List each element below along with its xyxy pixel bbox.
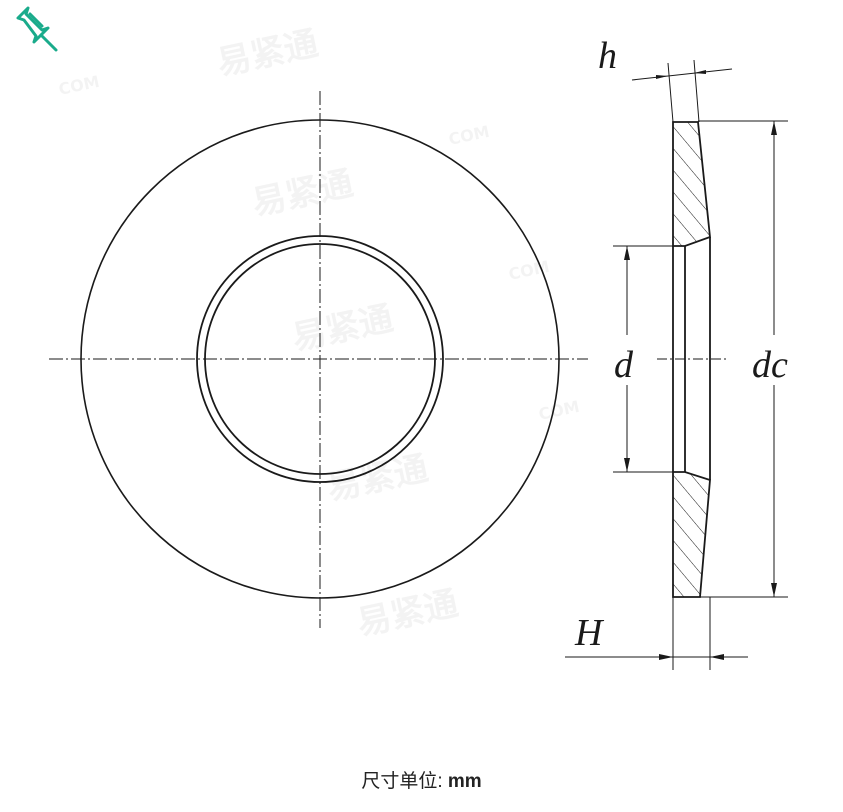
svg-text:COM: COM <box>537 397 581 424</box>
label-dc: dc <box>752 344 788 386</box>
svg-text:易紧通: 易紧通 <box>214 23 322 83</box>
svg-text:COM: COM <box>57 72 101 99</box>
caption-unit: mm <box>447 771 482 792</box>
lower-section <box>672 471 711 598</box>
dimensions: h dc d H <box>565 35 788 670</box>
front-view <box>49 91 588 628</box>
unit-caption: 尺寸单位: mm <box>0 766 843 793</box>
watermarks: 易紧通 COM 易紧通 COM 易紧通 COM 易紧通 COM 易紧通 <box>57 23 581 643</box>
label-d: d <box>614 344 634 386</box>
pushpin-icon[interactable] <box>12 4 62 54</box>
label-H: H <box>574 612 605 654</box>
label-h: h <box>598 35 617 77</box>
side-view <box>657 121 728 598</box>
technical-drawing: 易紧通 COM 易紧通 COM 易紧通 COM 易紧通 COM 易紧通 <box>49 23 788 670</box>
svg-text:易紧通: 易紧通 <box>249 163 357 223</box>
upper-section <box>672 121 711 247</box>
svg-text:易紧通: 易紧通 <box>289 298 397 358</box>
svg-text:COM: COM <box>507 257 551 284</box>
svg-text:COM: COM <box>447 122 491 149</box>
caption-prefix: 尺寸单位: <box>361 771 448 792</box>
